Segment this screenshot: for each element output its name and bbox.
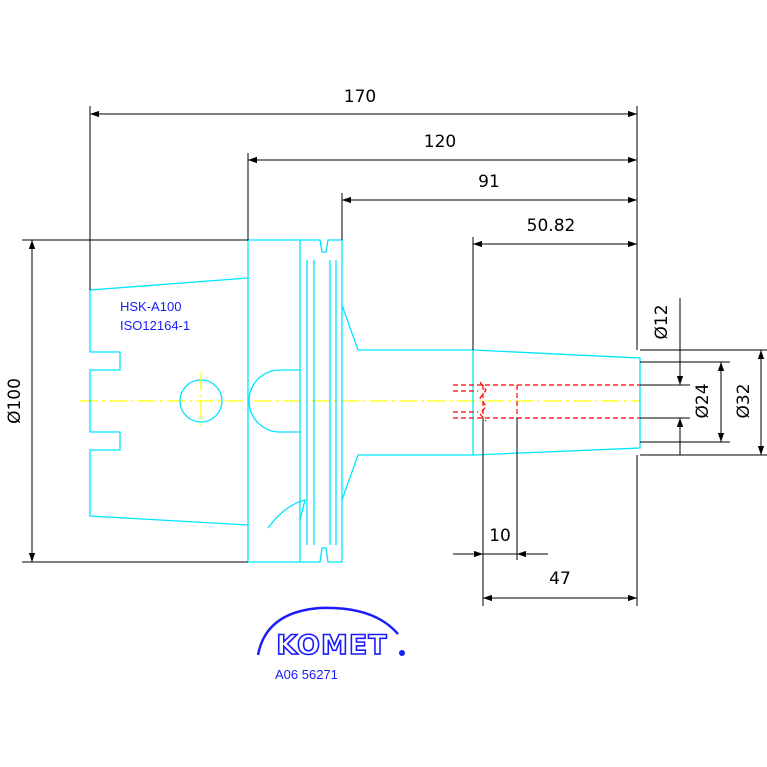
dim-47: 47 bbox=[549, 569, 571, 589]
dim-diameter-100: Ø100 bbox=[5, 378, 25, 424]
dim-diameter-24: Ø24 bbox=[693, 383, 713, 418]
dim-diameter-32: Ø32 bbox=[734, 383, 754, 418]
dim-50-82: 50.82 bbox=[527, 216, 576, 236]
dim-120: 120 bbox=[424, 132, 456, 152]
dim-91: 91 bbox=[478, 172, 500, 192]
logo-arc bbox=[256, 606, 399, 656]
hidden-bore bbox=[453, 381, 640, 422]
article-number: A06 56271 bbox=[275, 667, 338, 682]
dimension-lines bbox=[22, 106, 767, 606]
tool-holder-outline bbox=[89, 239, 641, 563]
dim-170: 170 bbox=[344, 87, 376, 107]
dim-diameter-12: Ø12 bbox=[652, 304, 672, 339]
logo-dot bbox=[399, 650, 405, 656]
komet-logo: KOMET bbox=[256, 606, 405, 662]
logo-wordmark: KOMET bbox=[276, 630, 387, 661]
dim-10: 10 bbox=[489, 526, 511, 546]
interface-label: HSK-A100 bbox=[120, 299, 181, 314]
standard-label: ISO12164-1 bbox=[120, 318, 190, 333]
